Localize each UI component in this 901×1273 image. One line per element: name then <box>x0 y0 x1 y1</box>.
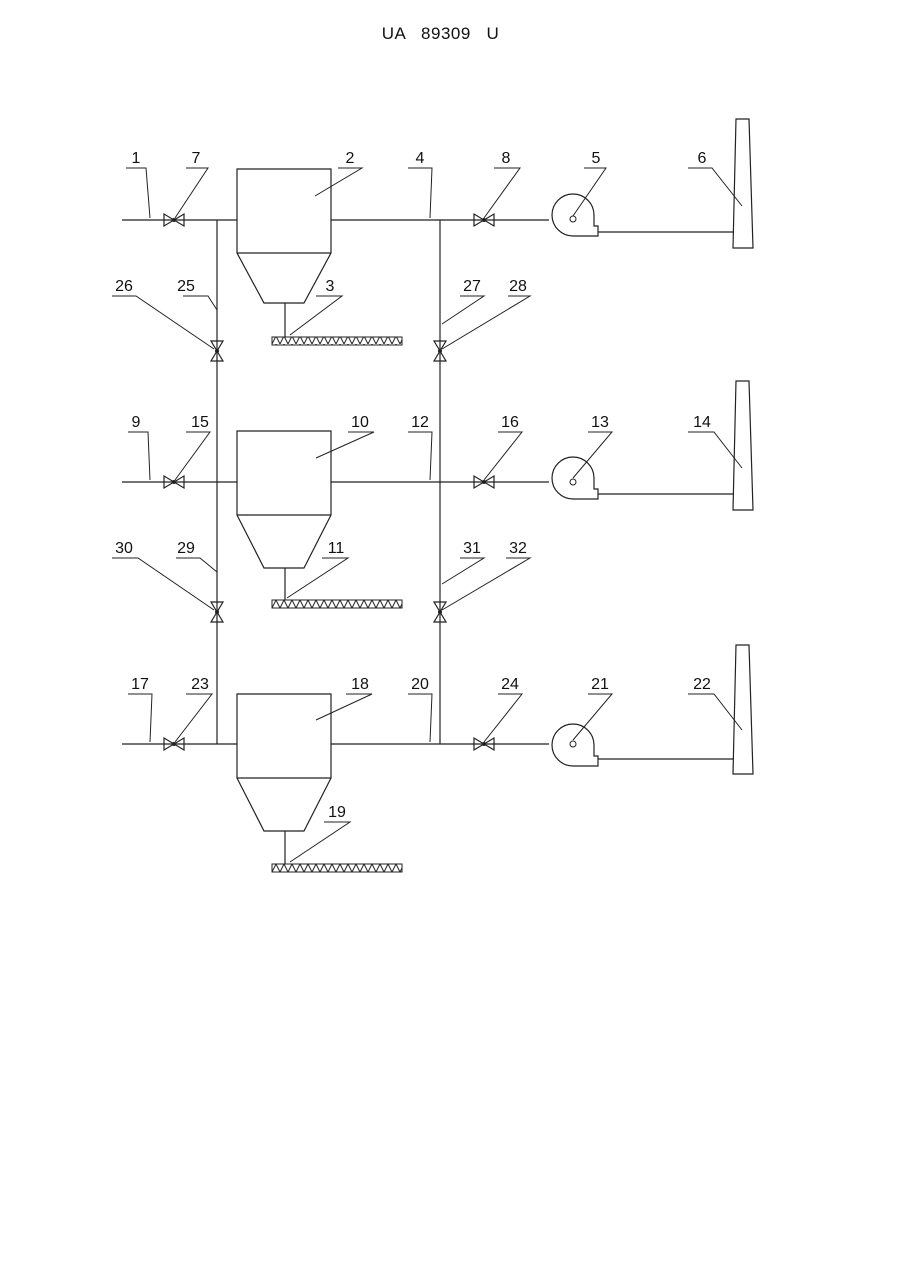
stack-14 <box>733 381 753 510</box>
label-13: 13 <box>591 414 609 431</box>
cyclone-2 <box>237 169 331 337</box>
label-29: 29 <box>177 540 195 557</box>
label-11: 11 <box>328 540 345 557</box>
reference-labels: 1 7 2 4 8 5 6 26 25 3 27 28 9 15 10 12 1… <box>115 150 711 821</box>
label-19: 19 <box>328 804 346 821</box>
label-4: 4 <box>416 150 425 167</box>
screw-conveyor-11 <box>272 600 402 608</box>
label-10: 10 <box>351 414 369 431</box>
screw-conveyor-19 <box>272 864 402 872</box>
stack-22 <box>733 645 753 774</box>
label-26: 26 <box>115 278 133 295</box>
label-31: 31 <box>463 540 481 557</box>
label-6: 6 <box>698 150 707 167</box>
label-22: 22 <box>693 676 711 693</box>
fan-5 <box>552 194 598 236</box>
label-5: 5 <box>592 150 601 167</box>
label-16: 16 <box>501 414 519 431</box>
label-3: 3 <box>326 278 335 295</box>
label-14: 14 <box>693 414 711 431</box>
label-17: 17 <box>131 676 149 693</box>
fan-13 <box>552 457 598 499</box>
label-32: 32 <box>509 540 527 557</box>
label-30: 30 <box>115 540 133 557</box>
label-21: 21 <box>591 676 609 693</box>
label-28: 28 <box>509 278 527 295</box>
leader-lines <box>112 168 742 862</box>
label-8: 8 <box>502 150 511 167</box>
label-20: 20 <box>411 676 429 693</box>
label-12: 12 <box>411 414 429 431</box>
label-9: 9 <box>132 414 141 431</box>
label-25: 25 <box>177 278 195 295</box>
screw-conveyor-3 <box>272 337 402 345</box>
label-1: 1 <box>132 150 141 167</box>
label-18: 18 <box>351 676 369 693</box>
label-23: 23 <box>191 676 209 693</box>
cyclone-10 <box>237 431 331 600</box>
label-24: 24 <box>501 676 519 693</box>
label-27: 27 <box>463 278 481 295</box>
label-15: 15 <box>191 414 209 431</box>
fan-21 <box>552 724 598 766</box>
label-7: 7 <box>192 150 201 167</box>
label-2: 2 <box>346 150 355 167</box>
stack-6 <box>733 119 753 248</box>
